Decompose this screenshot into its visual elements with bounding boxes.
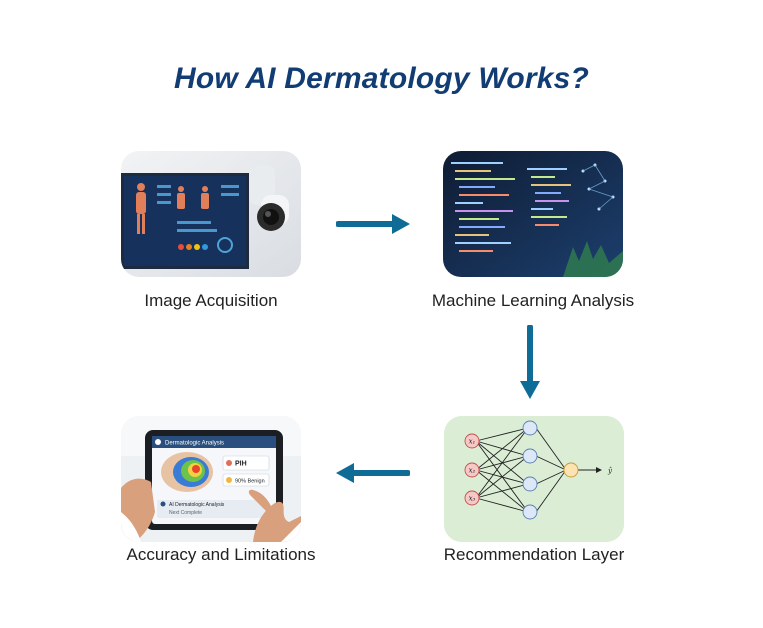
step-label-image-acquisition: Image Acquisition <box>144 291 278 310</box>
neural-network-diagram: x₁ x₂ x₃ ŷ <box>444 416 624 542</box>
input-node-2 <box>464 462 480 478</box>
step-label-machine-learning: Machine Learning Analysis <box>431 291 635 310</box>
input-label-3: x₃ <box>469 495 476 503</box>
code-screen-illustration <box>443 151 623 277</box>
step-label-accuracy: Accuracy and Limitations <box>126 545 316 564</box>
input-label-2: x₂ <box>469 467 476 475</box>
hidden-node-4 <box>522 504 538 520</box>
hidden-node-1 <box>522 420 538 436</box>
tablet-header-text: Dermatologic Analysis <box>165 441 224 447</box>
step-label-recommendation: Recommendation Layer <box>443 545 625 564</box>
machine-learning-image <box>443 151 623 277</box>
output-node <box>563 462 579 478</box>
tablet-analysis-illustration: Dermatologic Analysis PIH 90% Benign AI … <box>121 416 301 542</box>
arrow-right-icon <box>336 214 410 234</box>
output-label: ŷ <box>607 467 613 475</box>
tablet-footer-1: AI Dermatologic Analysis <box>169 502 225 508</box>
medical-scanner-illustration <box>121 151 301 277</box>
input-node-3 <box>464 490 480 506</box>
arrow-down-icon <box>520 325 540 399</box>
input-node-1 <box>464 433 480 449</box>
hidden-node-2 <box>522 448 538 464</box>
page-title: How AI Dermatology Works? <box>173 62 590 95</box>
accuracy-limitations-image: Dermatologic Analysis PIH 90% Benign AI … <box>121 416 301 542</box>
image-acquisition-image <box>121 151 301 277</box>
tablet-result-2: 90% Benign <box>235 479 265 485</box>
hidden-node-3 <box>522 476 538 492</box>
tablet-result-1: PIH <box>235 461 247 468</box>
tablet-footer-2: Next Complete <box>169 510 202 516</box>
input-label-1: x₁ <box>469 438 476 446</box>
arrow-left-icon <box>336 463 410 483</box>
recommendation-layer-image: x₁ x₂ x₃ ŷ <box>444 416 624 542</box>
